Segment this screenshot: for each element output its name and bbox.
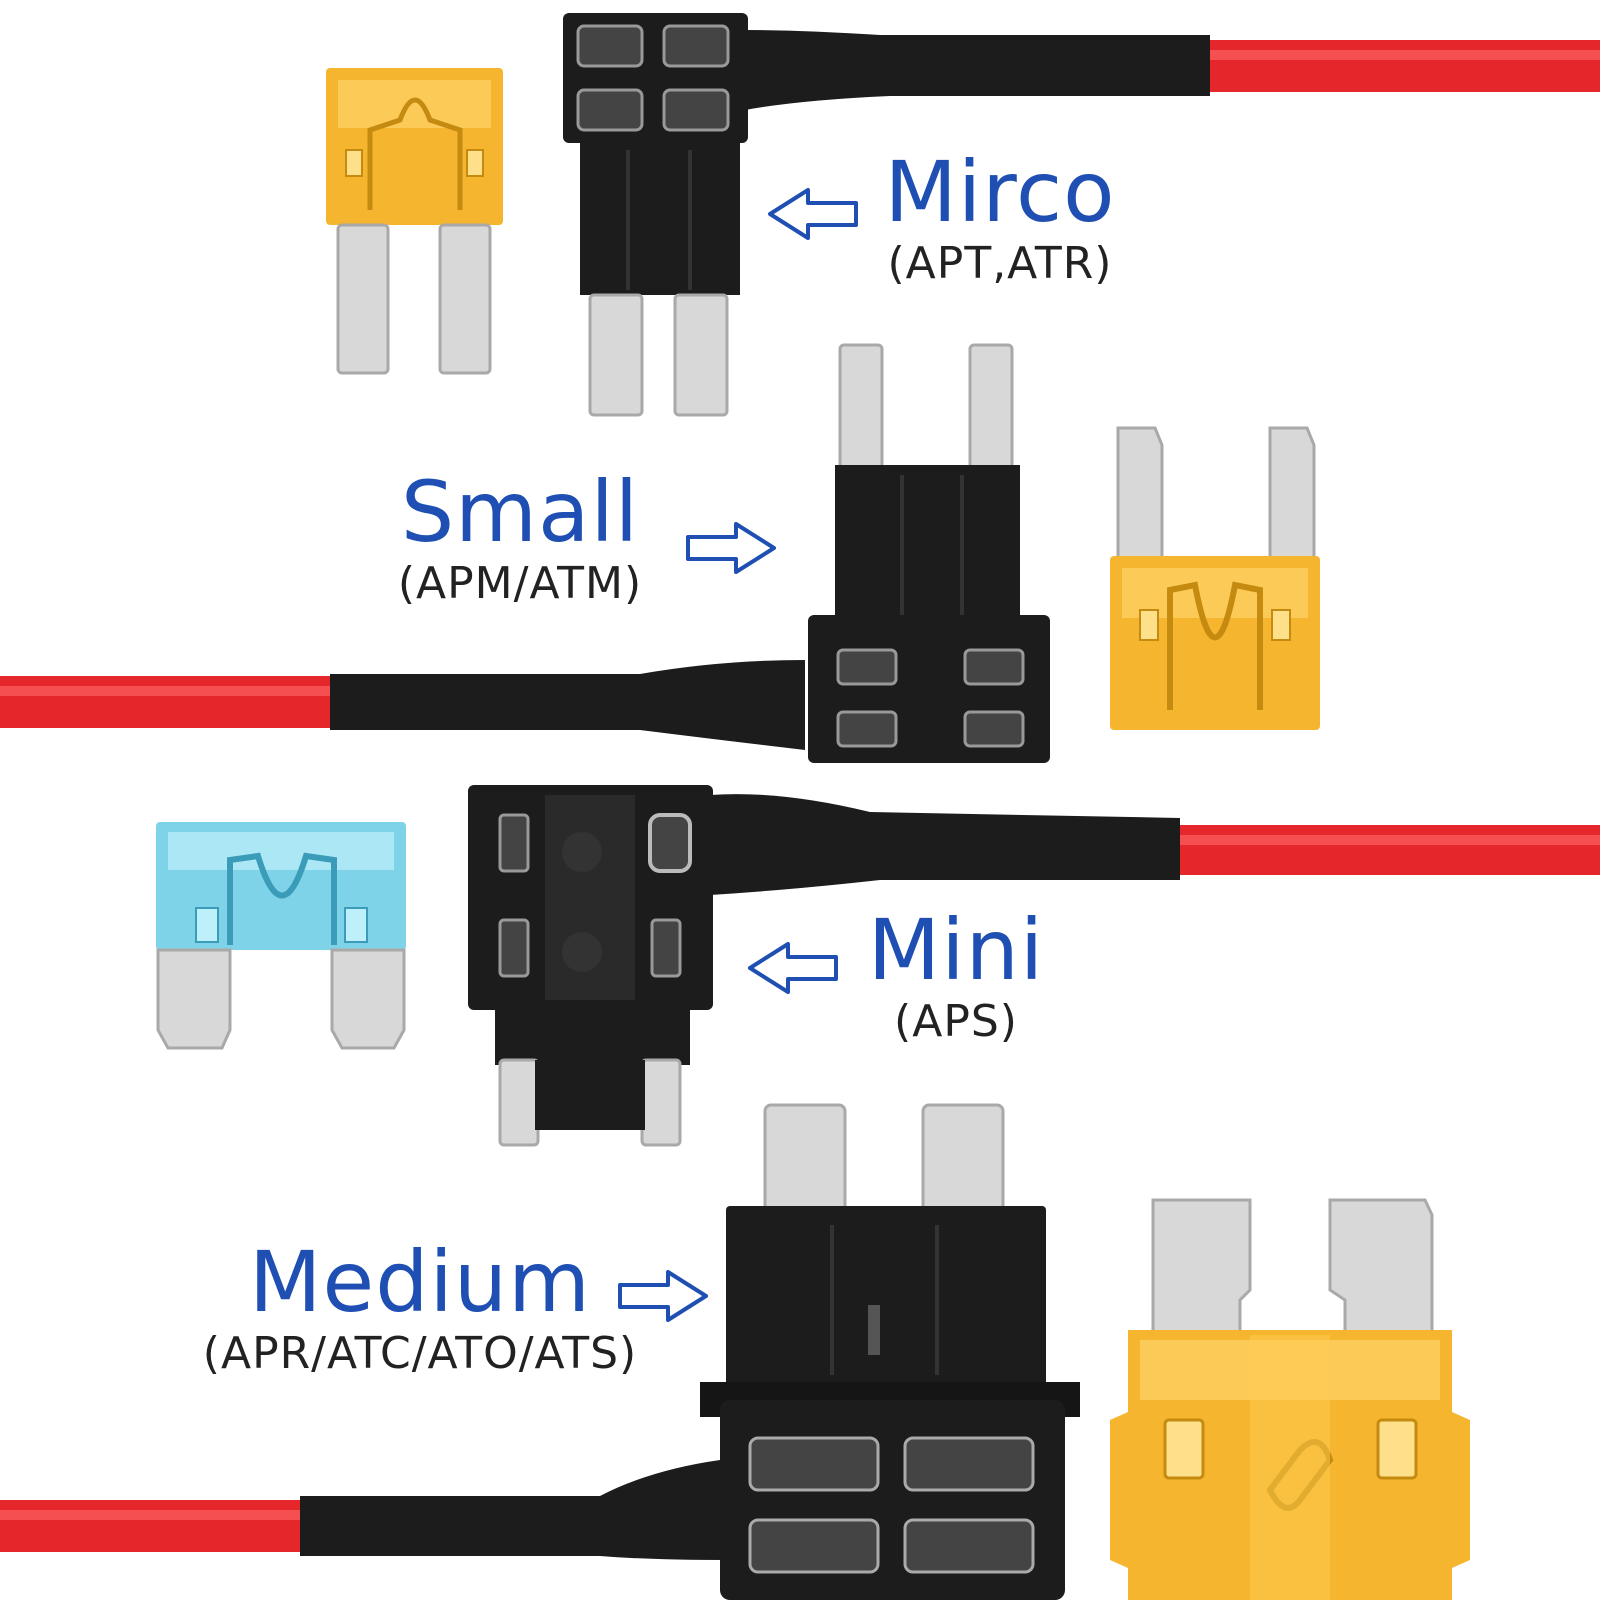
mini-label-codes: (APS) — [894, 996, 1018, 1047]
medium-label-codes: (APR/ATC/ATO/ATS) — [202, 1328, 638, 1379]
small-fuse — [1110, 426, 1320, 730]
medium-label-name: Medium — [249, 1233, 591, 1331]
micro-fuse — [326, 68, 503, 375]
small-label-name: Small — [400, 463, 640, 561]
mini-fuse-holder — [468, 785, 713, 1147]
micro-fuse-holder — [563, 13, 748, 417]
micro-fuse-label: Mirco (APT,ATR) — [880, 146, 1120, 290]
micro-wire — [745, 30, 1600, 110]
medium-fuse — [1110, 1198, 1470, 1600]
mini-fuse-label: Mini (APS) — [866, 904, 1046, 1048]
mini-label-name: Mini — [867, 901, 1045, 999]
small-wire — [0, 660, 805, 750]
arrow-left-icon — [768, 188, 858, 240]
mini-wire — [710, 794, 1600, 895]
medium-wire — [0, 1460, 725, 1560]
micro-label-name: Mirco — [884, 143, 1116, 241]
mini-fuse — [156, 822, 406, 1050]
micro-label-codes: (APT,ATR) — [887, 238, 1113, 289]
arrow-left-icon — [748, 942, 838, 994]
small-fuse-label: Small (APM/ATM) — [370, 466, 670, 610]
arrow-right-icon — [686, 522, 776, 574]
medium-fuse-label: Medium (APR/ATC/ATO/ATS) — [175, 1236, 665, 1380]
medium-fuse-holder — [700, 1103, 1080, 1600]
small-label-codes: (APM/ATM) — [397, 558, 643, 609]
small-fuse-holder — [808, 343, 1050, 763]
arrow-right-icon — [618, 1270, 708, 1322]
